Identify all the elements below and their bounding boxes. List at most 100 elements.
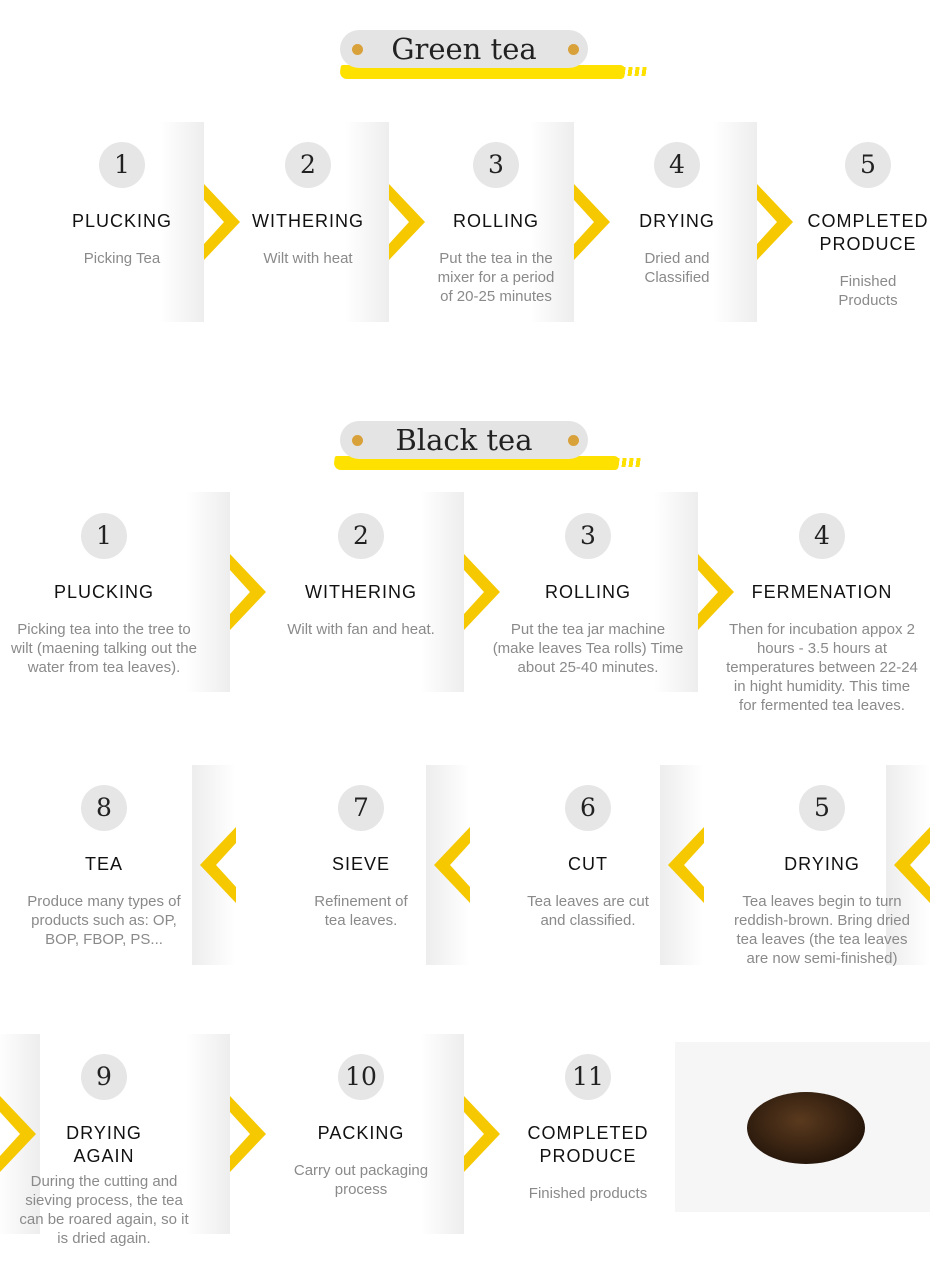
chevron-arrow-icon [757,184,793,260]
step-label: TEA [84,854,123,874]
step-description: Put the tea jar machine (make leaves Tea… [492,621,684,676]
step-label: COMPLETED PRODUCE [527,1123,649,1166]
step-description: Wilt with fan and heat. [287,621,435,638]
chevron-arrow-icon [389,184,425,260]
green-tea-heading: Green tea [330,30,640,90]
step-number: 5 [799,785,845,831]
black-step-9: 9 DRYING AGAIN During the cutting and si… [6,1054,202,1248]
step-description: Picking Tea [83,250,161,267]
step-label: PLUCKING [53,582,155,602]
black-step-6: 6 CUT Tea leaves are cut and classified. [490,785,686,930]
dot-icon [568,44,579,55]
step-number: 5 [845,142,891,188]
step-label: ROLLING [452,211,540,231]
step-label: ROLLING [544,582,632,602]
step-number: 4 [799,513,845,559]
step-description: Refinement of tea leaves. [314,893,408,929]
step-divider [713,122,793,322]
step-description: Carry out packaging process [293,1162,429,1198]
chevron-arrow-left-icon [200,827,236,903]
step-description: Dried and Classified [644,250,710,286]
step-label: SIEVE [331,854,391,874]
step-number: 7 [338,785,384,831]
black-tea-title-pill: Black tea [340,421,588,459]
step-number: 3 [565,513,611,559]
chevron-arrow-icon [574,184,610,260]
chevron-arrow-left-icon [434,827,470,903]
green-step-5: 5 COMPLETED PRODUCE Finished Products [790,142,930,310]
step-number: 1 [99,142,145,188]
step-number: 9 [81,1054,127,1100]
green-step-1: 1 PLUCKING Picking Tea [24,142,220,268]
step-divider [186,1034,266,1234]
chevron-arrow-left-icon [668,827,704,903]
step-divider [160,122,240,322]
step-number: 8 [81,785,127,831]
step-divider [886,765,930,965]
step-description: Picking tea into the tree to wilt (maeni… [11,621,197,676]
step-description: Finished Products [838,273,898,309]
green-step-2: 2 WITHERING Wilt with heat [210,142,406,268]
step-label: CUT [568,854,608,874]
dot-icon [568,435,579,446]
chevron-arrow-icon [464,1096,500,1172]
black-step-1: 1 PLUCKING Picking tea into the tree to … [6,513,202,677]
chevron-arrow-icon [230,554,266,630]
step-label: DRYING [784,854,860,874]
black-step-3: 3 ROLLING Put the tea jar machine (make … [490,513,686,677]
step-description: Finished products [528,1185,648,1202]
step-divider [660,765,704,965]
step-number: 1 [81,513,127,559]
chevron-arrow-icon [464,554,500,630]
dot-icon [352,435,363,446]
black-tea-photo [675,1042,930,1212]
step-divider [345,122,425,322]
black-tea-title: Black tea [395,423,533,457]
step-label: PACKING [317,1123,405,1143]
black-step-8: 8 TEA Produce many types of products suc… [6,785,202,949]
step-number: 6 [565,785,611,831]
step-label: PLUCKING [71,211,173,231]
step-number: 10 [338,1054,384,1100]
step-description: Tea leaves begin to turn reddish-brown. … [734,893,910,967]
step-number: 4 [654,142,700,188]
step-number: 2 [338,513,384,559]
step-label: WITHERING [252,211,364,231]
step-divider [192,765,236,965]
black-step-7: 7 SIEVE Refinement of tea leaves. [263,785,459,930]
green-step-4: 4 DRYING Dried and Classified [579,142,775,287]
tea-leaves-image [747,1092,865,1164]
step-label: WITHERING [305,582,417,602]
step-divider [0,1034,40,1234]
chevron-arrow-icon [230,1096,266,1172]
step-divider [186,492,266,692]
step-description: Produce many types of products such as: … [27,893,181,948]
green-tea-title-pill: Green tea [340,30,588,68]
black-step-10: 10 PACKING Carry out packaging process [263,1054,459,1199]
step-description: Then for incubation appox 2 hours - 3.5 … [726,621,918,714]
step-number: 3 [473,142,519,188]
black-step-5: 5 DRYING Tea leaves begin to turn reddis… [724,785,920,968]
step-label: COMPLETED PRODUCE [807,211,929,254]
step-divider [420,492,500,692]
chevron-arrow-left-icon [894,827,930,903]
black-step-2: 2 WITHERING Wilt with fan and heat. [263,513,459,639]
step-description: Tea leaves are cut and classified. [527,893,649,929]
chevron-arrow-icon [0,1096,36,1172]
step-number: 11 [565,1054,611,1100]
step-description: Wilt with heat [263,250,353,267]
step-number: 2 [285,142,331,188]
step-description: Put the tea in the mixer for a period of… [437,250,555,305]
chevron-arrow-icon [204,184,240,260]
black-step-11: 11 COMPLETED PRODUCE Finished products [490,1054,686,1203]
step-label: DRYING [639,211,715,231]
step-label: DRYING AGAIN [66,1123,142,1166]
step-description: During the cutting and sieving process, … [19,1173,189,1247]
black-tea-heading: Black tea [330,421,640,481]
chevron-arrow-icon [698,554,734,630]
step-divider [426,765,470,965]
dot-icon [352,44,363,55]
step-label: FERMENATION [751,582,893,602]
step-divider [530,122,610,322]
black-step-4: 4 FERMENATION Then for incubation appox … [724,513,920,715]
